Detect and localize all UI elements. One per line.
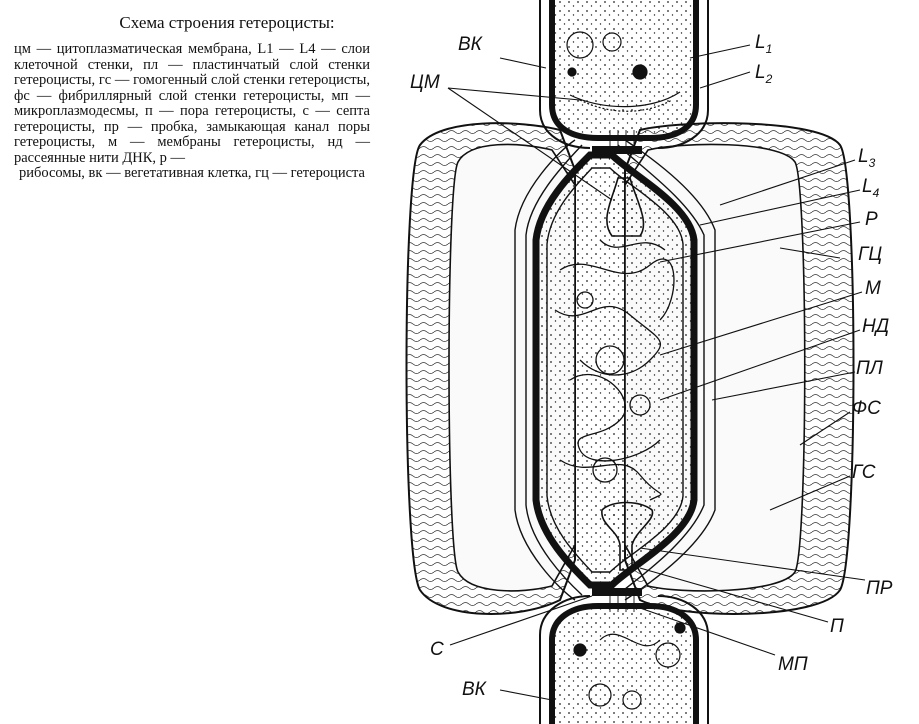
leader-lines bbox=[447, 44, 866, 701]
septum-top bbox=[592, 146, 642, 154]
label-r: Р bbox=[865, 209, 878, 230]
vegetative-cell-bottom-wall bbox=[539, 595, 709, 724]
heterocyst-inner-membrane bbox=[546, 167, 684, 573]
vegetative-cell-contents bbox=[566, 31, 686, 710]
label-m: М bbox=[865, 278, 881, 299]
caption-last-line: рибосомы, вк — вегетативная клетка, гц —… bbox=[18, 165, 365, 181]
caption: Схема строения гетероцисты: цм — цитопла… bbox=[14, 14, 370, 182]
label-p: П bbox=[830, 616, 844, 637]
label-l4: L4 bbox=[862, 176, 880, 200]
dna-threads bbox=[554, 239, 675, 501]
label-mp: МП bbox=[778, 654, 808, 675]
septum-bottom bbox=[592, 588, 642, 596]
pore-plug-bottom bbox=[601, 501, 654, 571]
vegetative-cell-top-wall bbox=[539, 0, 709, 149]
label-gs: ГС bbox=[852, 462, 876, 483]
lamellar-layer-right bbox=[624, 139, 716, 601]
heterocyst-wall bbox=[532, 151, 698, 589]
label-gc: ГЦ bbox=[858, 244, 882, 265]
caption-body: цм — цитоплазматическая мембрана, L1 — L… bbox=[14, 41, 370, 182]
lamellar-layer-left bbox=[514, 139, 576, 601]
caption-title: Схема строения гетероцисты: bbox=[119, 13, 335, 32]
label-fs: ФС bbox=[852, 398, 881, 419]
label-l1: L1 bbox=[755, 32, 772, 56]
label-vk-bottom: ВК bbox=[462, 679, 488, 700]
label-cm: ЦМ bbox=[410, 72, 440, 93]
lamellar-layer-right-2 bbox=[617, 144, 705, 596]
lamellar-layer-left-2 bbox=[525, 144, 583, 596]
label-pr: ПР bbox=[866, 578, 893, 599]
label-l2: L2 bbox=[755, 62, 773, 86]
label-l3: L3 bbox=[858, 146, 876, 170]
label-pl: ПЛ bbox=[856, 358, 884, 379]
caption-body-text: цм — цитоплазматическая мембрана, L1 — L… bbox=[14, 41, 370, 166]
label-s: С bbox=[430, 639, 444, 660]
label-vk-top: ВК bbox=[458, 34, 484, 55]
label-nd: НД bbox=[862, 316, 889, 337]
